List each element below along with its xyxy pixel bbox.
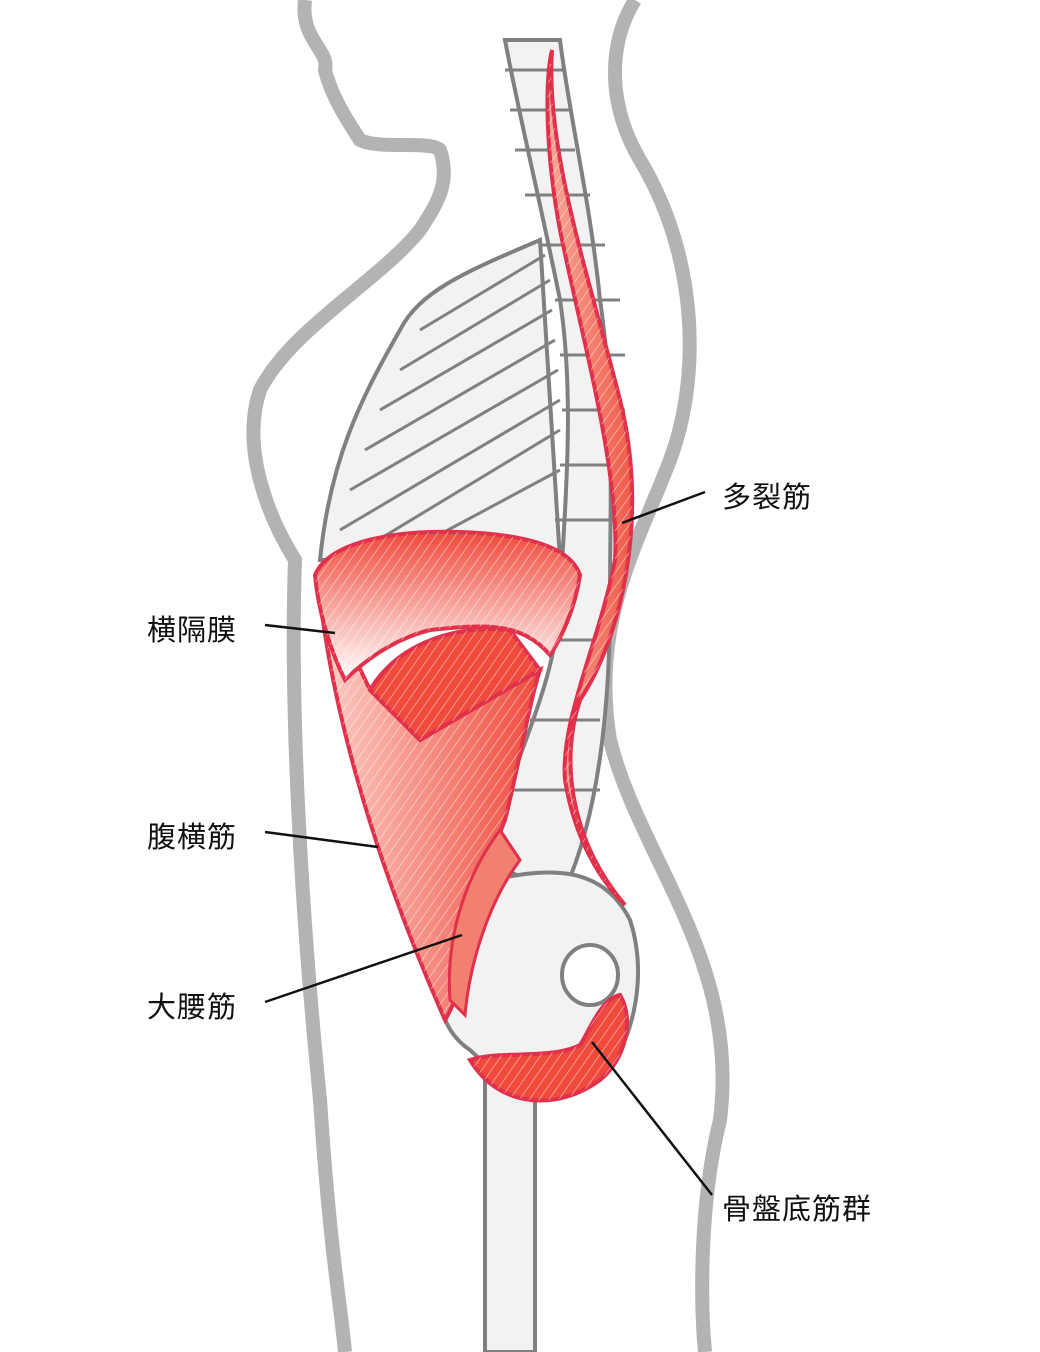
body-outline-front bbox=[246, 0, 451, 1352]
obturator-foramen bbox=[560, 943, 620, 1007]
label-diaphragm: 横隔膜 bbox=[147, 613, 238, 647]
leader-pelvic-floor bbox=[591, 1041, 713, 1196]
leader-diaphragm bbox=[264, 623, 336, 635]
pelvic-floor-muscles bbox=[466, 992, 629, 1103]
leader-psoas bbox=[264, 933, 463, 1004]
label-transversus-abdominis: 腹横筋 bbox=[147, 820, 238, 854]
multifidus-muscle bbox=[545, 49, 635, 907]
label-multifidus: 多裂筋 bbox=[722, 480, 813, 514]
label-pelvic-floor: 骨盤底筋群 bbox=[722, 1192, 873, 1226]
diaphragm-muscle bbox=[312, 529, 583, 684]
leader-transversus bbox=[264, 830, 379, 849]
label-psoas-major: 大腰筋 bbox=[147, 990, 238, 1024]
rib-cage bbox=[317, 237, 563, 562]
leader-lines bbox=[264, 490, 713, 1196]
psoas-major-muscle bbox=[447, 827, 522, 1019]
leader-multifidus bbox=[621, 490, 706, 525]
femur bbox=[483, 1077, 537, 1352]
body-outline-back bbox=[598, 0, 730, 1352]
